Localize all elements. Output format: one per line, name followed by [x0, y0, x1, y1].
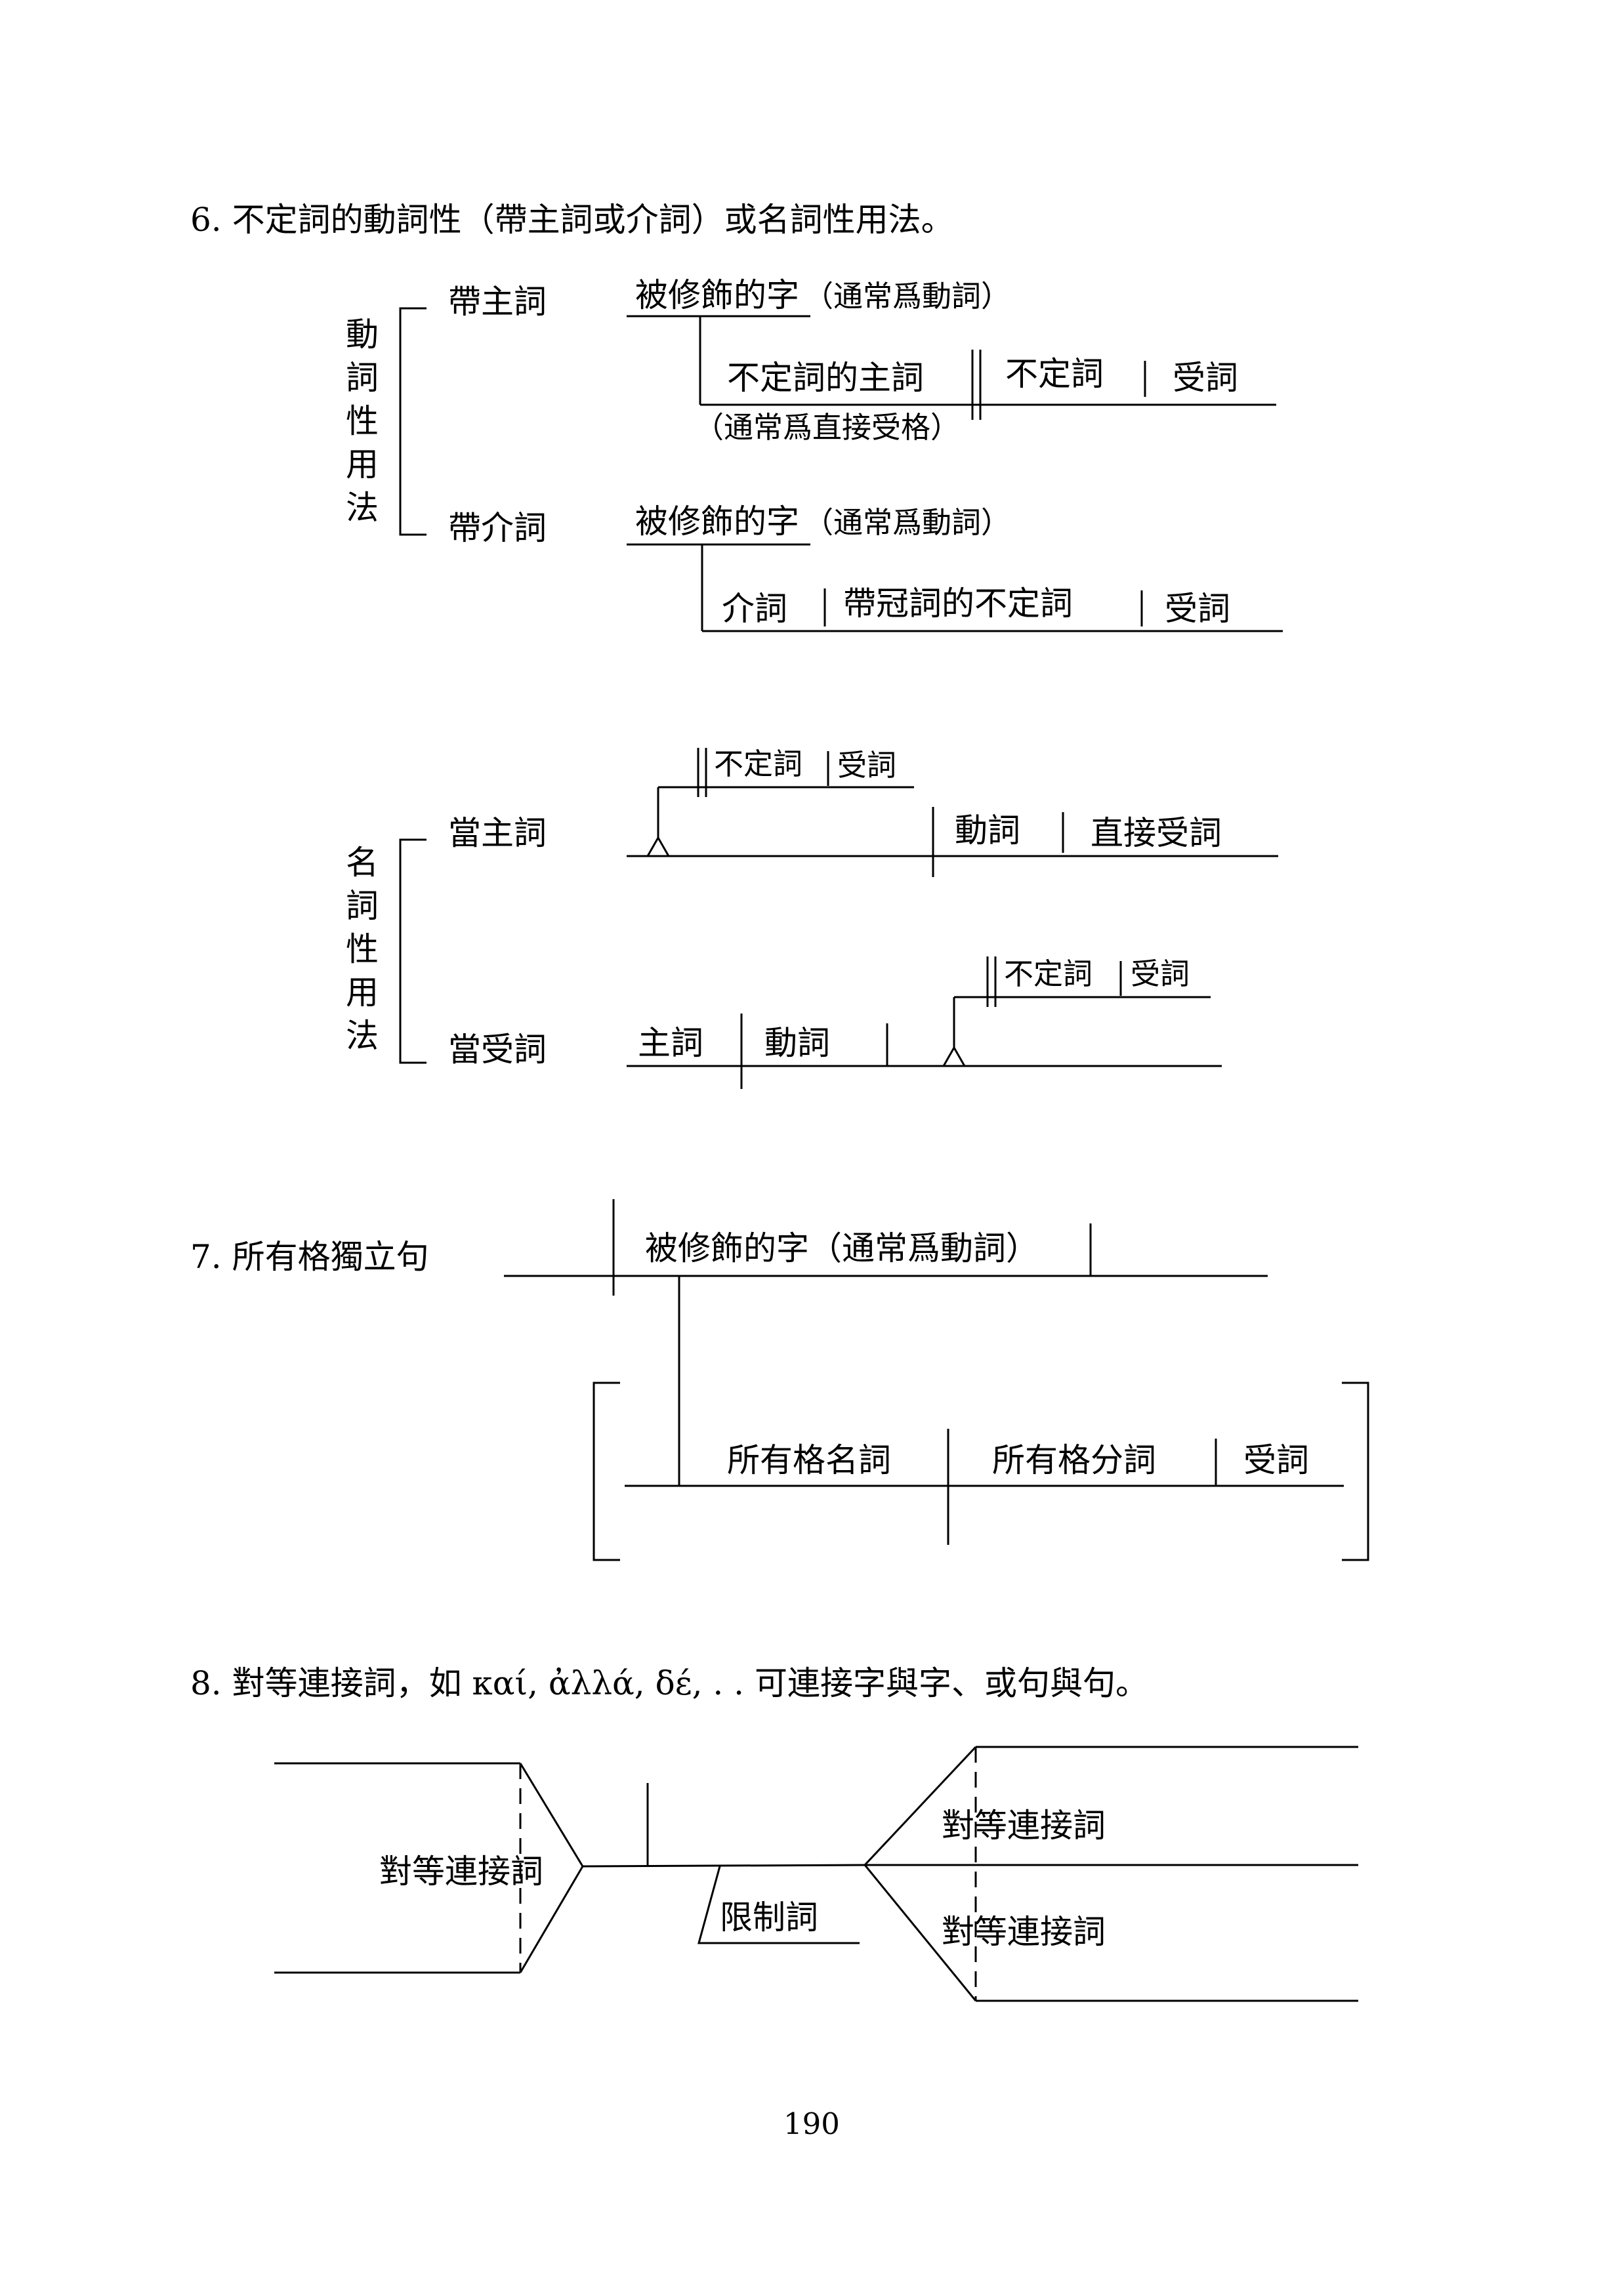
right-bottom-conjunction-label: 對等連接詞 — [942, 1913, 1106, 1951]
modifier-slant-line — [697, 1866, 860, 1944]
with-subject-modified-word: 被修飾的字 — [635, 276, 799, 314]
nominal-usage-label: 名 詞 性 用 法 — [346, 844, 379, 1055]
verbal-label-char: 動 — [346, 316, 379, 354]
verbal-usage-label: 動 詞 性 用 法 — [346, 316, 379, 527]
stilt-object-label: 受詞 — [837, 748, 896, 783]
modified-word-label: 被修飾的字（通常爲動詞） — [645, 1229, 1039, 1267]
section-7-heading: 7. 所有格獨立句 — [190, 1238, 429, 1276]
stilt-infinitive-label: 不定詞 — [714, 747, 802, 781]
nominal-label-char: 名 — [346, 844, 379, 882]
with-subject-label: 帶主詞 — [448, 283, 547, 321]
as-object-label: 當受詞 — [448, 1031, 547, 1069]
central-baseline — [582, 1864, 865, 1868]
left-square-bracket — [593, 1382, 620, 1561]
genitive-participle-label: 所有格分詞 — [992, 1441, 1156, 1479]
nominal-label-char: 詞 — [346, 887, 379, 925]
with-prep-modified-note: （通常爲動詞） — [804, 505, 1010, 540]
infinitive-label: 不定詞 — [1005, 355, 1104, 393]
section-6-heading: 6. 不定詞的動詞性（帶主詞或介詞）或名詞性用法。 — [190, 201, 954, 239]
object-label: 受詞 — [1243, 1441, 1309, 1479]
modifier-label: 限制詞 — [720, 1898, 818, 1937]
nominal-label-char: 性 — [346, 930, 379, 968]
left-conjunction-label: 對等連接詞 — [379, 1853, 543, 1891]
infinitive-subject-note: （通常爲直接受格） — [694, 410, 960, 445]
direct-object-label: 直接受詞 — [1091, 814, 1222, 852]
verbal-label-char: 性 — [346, 402, 379, 440]
right-top-conjunction-label: 對等連接詞 — [942, 1807, 1106, 1845]
right-diverge-lines — [864, 1746, 977, 2001]
verbal-label-char: 詞 — [346, 359, 379, 397]
verb-label: 動詞 — [955, 811, 1020, 850]
object-label: 受詞 — [1173, 359, 1238, 397]
nominal-label-char: 法 — [346, 1017, 379, 1055]
stilt-tripod — [942, 1045, 966, 1067]
articular-infinitive-label: 帶冠詞的不定詞 — [843, 584, 1073, 623]
verbal-label-char: 用 — [346, 445, 379, 483]
verbal-usage-bracket — [399, 307, 427, 536]
preposition-label: 介詞 — [722, 590, 787, 628]
page-number: 190 — [783, 2106, 840, 2141]
as-subject-label: 當主詞 — [448, 814, 547, 852]
right-square-bracket — [1342, 1382, 1369, 1561]
subject-label: 主詞 — [638, 1024, 703, 1062]
stilt-infinitive-label: 不定詞 — [1004, 956, 1093, 991]
with-subject-modified-note: （通常爲動詞） — [804, 279, 1010, 314]
object-label: 受詞 — [1165, 590, 1230, 628]
verbal-label-char: 法 — [346, 489, 379, 527]
with-prep-label: 帶介詞 — [448, 509, 547, 547]
with-prep-modified-word: 被修飾的字 — [635, 502, 799, 541]
section-8-heading: 8. 對等連接詞，如 καί, ἀλλά, δέ, . . 可連接字與字、或句與… — [190, 1664, 1148, 1702]
stilt-tripod — [646, 835, 670, 857]
infinitive-subject-label: 不定詞的主詞 — [727, 359, 924, 397]
verb-label: 動詞 — [764, 1024, 830, 1062]
stilt-object-label: 受詞 — [1131, 956, 1190, 991]
nominal-label-char: 用 — [346, 974, 379, 1012]
genitive-noun-label: 所有格名詞 — [727, 1441, 891, 1479]
nominal-usage-bracket — [399, 838, 427, 1064]
